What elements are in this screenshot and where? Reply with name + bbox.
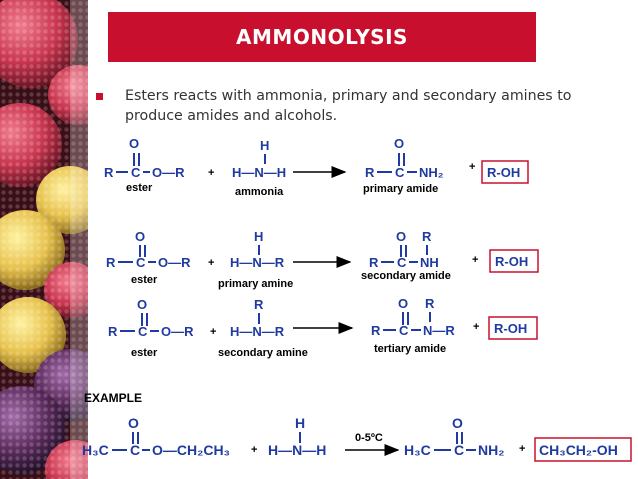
methyl-group: H₃C: [82, 442, 109, 458]
alcohol-product: R-OH: [495, 254, 528, 269]
plus-sign: +: [208, 257, 214, 269]
plus-sign: +: [472, 254, 478, 266]
product-r-group: R: [371, 323, 381, 338]
primary-amine-structure: H—N—R: [230, 255, 285, 270]
product-methyl: H₃C: [404, 442, 431, 458]
plus-sign: +: [473, 321, 479, 333]
title-banner: AMMONOLYSIS: [108, 12, 536, 62]
reaction-ammonia: O R C O—R + H H—N—H ester ammonia O R C …: [104, 136, 529, 198]
product-r-group: R: [369, 255, 379, 270]
product-oxygen: O: [396, 229, 406, 244]
r-group: R: [108, 324, 118, 339]
ammonia-structure: H—N—H: [232, 165, 286, 180]
label-ester: ester: [126, 182, 153, 194]
alcohol-product: R-OH: [494, 321, 527, 336]
label-primary-amine: primary amine: [218, 278, 293, 290]
r-group: R: [106, 255, 116, 270]
carbon: C: [136, 255, 146, 270]
alkoxy-group: O—R: [158, 255, 191, 270]
label-ester: ester: [131, 274, 158, 286]
ammonia-hydrogen-top: H: [295, 415, 305, 431]
alcohol-product: R-OH: [487, 165, 520, 180]
carbon: C: [131, 165, 141, 180]
label-tertiary-amide: tertiary amide: [374, 343, 446, 355]
ethoxy-group: O—CH₂CH₃: [152, 442, 230, 458]
carbon: C: [138, 324, 148, 339]
product-nr: N—R: [423, 323, 455, 338]
product-carbon: C: [397, 255, 407, 270]
product-carbon: C: [395, 165, 405, 180]
label-secondary-amine: secondary amine: [218, 347, 308, 359]
plus-sign: +: [210, 326, 216, 338]
amine-r-top: R: [254, 297, 264, 312]
reaction-secondary-amine: O R C O—R + R H—N—R ester secondary amin…: [108, 296, 538, 359]
product-oxygen: O: [452, 415, 463, 431]
alkoxy-group: O—R: [161, 324, 194, 339]
product-nh: NH: [420, 255, 439, 270]
ammonia-structure: H—N—H: [268, 442, 326, 458]
carbonyl-oxygen: O: [129, 136, 139, 151]
product-nh2: NH₂: [478, 442, 504, 458]
plus-sign: +: [251, 444, 257, 456]
plus-sign: +: [519, 443, 525, 455]
label-primary-amide: primary amide: [363, 183, 438, 195]
berry-photo-strip: [0, 0, 88, 479]
example-label: EXAMPLE: [84, 391, 142, 405]
label-ester: ester: [131, 347, 158, 359]
berry-image: [0, 0, 88, 479]
bullet-marker: [96, 93, 103, 100]
carbonyl-oxygen: O: [128, 415, 139, 431]
r-group: R: [104, 165, 114, 180]
product-carbon: C: [399, 323, 409, 338]
product-nh2: NH₂: [419, 165, 444, 180]
reaction-condition: 0-5ºC: [355, 432, 383, 444]
example-reaction: EXAMPLE O H₃C C O—CH₂CH₃ + H H—N—H 0-5ºC…: [82, 391, 632, 462]
product-oxygen: O: [394, 136, 404, 151]
product-r-group: R: [365, 165, 375, 180]
ethanol-product: CH₃CH₂-OH: [539, 442, 618, 458]
ammonia-hydrogen-top: H: [260, 138, 269, 153]
amine-hydrogen-top: H: [254, 229, 263, 244]
carbonyl-oxygen: O: [135, 229, 145, 244]
plus-sign: +: [469, 161, 475, 173]
plus-sign: +: [208, 167, 214, 179]
alkoxy-group: O—R: [152, 165, 185, 180]
bullet-text: Esters reacts with ammonia, primary and …: [125, 88, 572, 124]
carbonyl-oxygen: O: [137, 297, 147, 312]
reaction-primary-amine: O R C O—R + H H—N—R ester primary amine …: [106, 229, 539, 290]
product-oxygen: O: [398, 296, 408, 311]
label-ammonia: ammonia: [235, 186, 284, 198]
page-title: AMMONOLYSIS: [236, 25, 408, 49]
carbon: C: [130, 442, 140, 458]
secondary-amine-structure: H—N—R: [230, 324, 285, 339]
product-carbon: C: [454, 442, 464, 458]
product-r-top: R: [422, 229, 432, 244]
product-r-top: R: [425, 296, 435, 311]
label-secondary-amide: secondary amide: [361, 270, 451, 282]
